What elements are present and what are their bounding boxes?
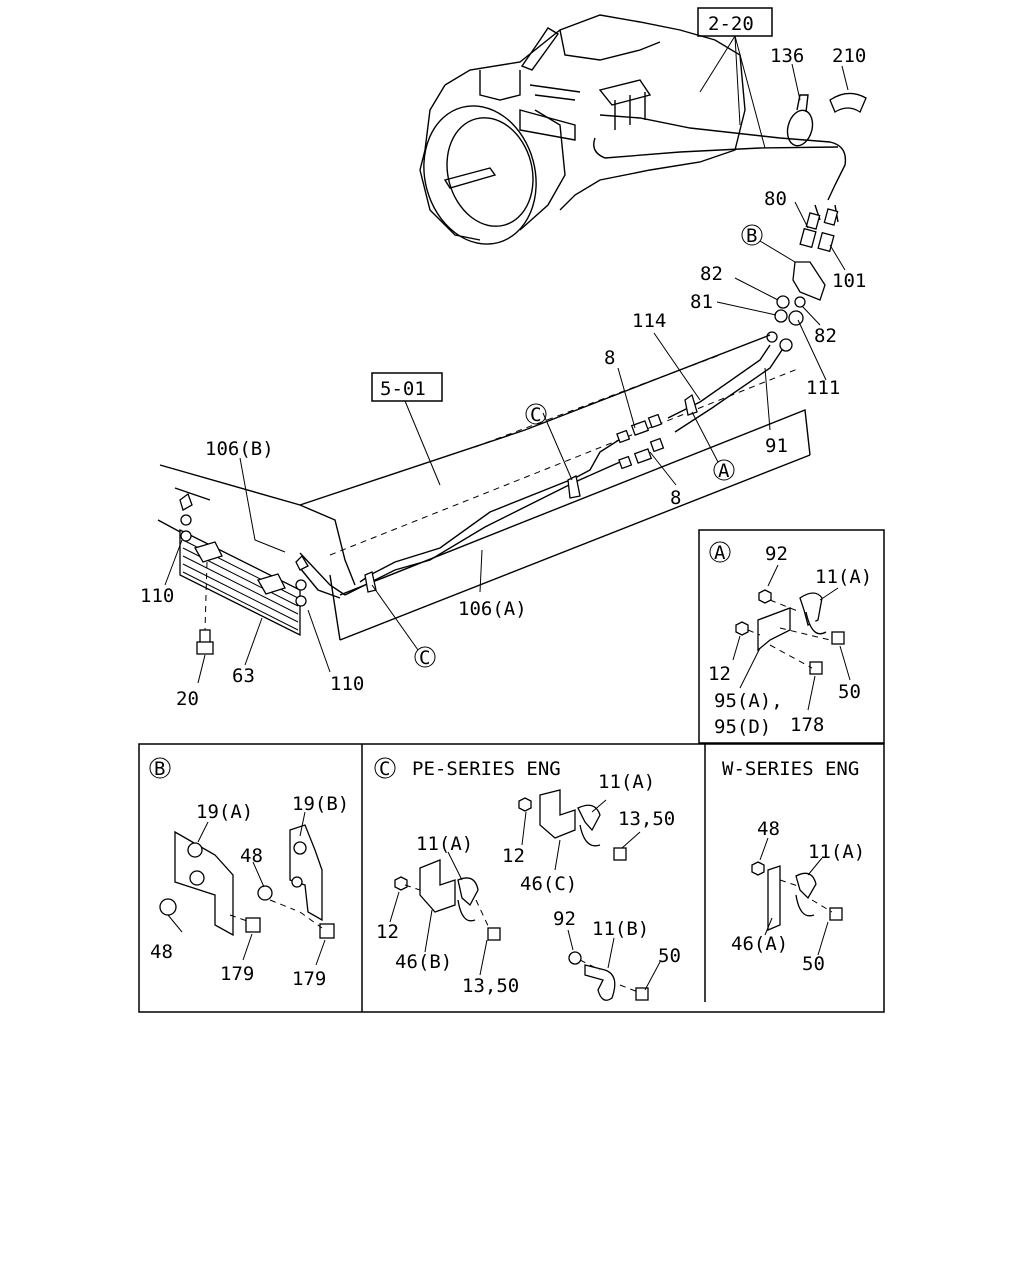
bracket-b-assembly — [766, 261, 826, 352]
ref-5-01: 5-01 — [380, 378, 426, 400]
marker-b: B — [746, 225, 757, 247]
label-80: 80 — [764, 188, 787, 210]
detail-c-label-12-top: 12 — [502, 845, 525, 867]
oil-cooler-63 — [179, 492, 309, 655]
detail-b-marker-circle — [149, 757, 171, 779]
detail-b-marker: B — [154, 758, 165, 780]
detail-w-parts — [751, 837, 843, 956]
detail-a-label-11a: 11(A) — [815, 566, 872, 588]
detail-c-label-11a-left: 11(A) — [416, 833, 473, 855]
detail-c-label-46c: 46(C) — [520, 873, 577, 895]
detail-c-parts — [389, 789, 661, 1001]
label-82-top: 82 — [700, 263, 723, 285]
detail-c-label-13-50-bottom: 13,50 — [462, 975, 519, 997]
detail-b-label-179-left: 179 — [220, 963, 254, 985]
detail-a-parts — [732, 564, 851, 711]
detail-b-label-19a: 19(A) — [196, 801, 253, 823]
detail-a-label-92: 92 — [765, 543, 788, 565]
ref-2-20: 2-20 — [708, 13, 754, 35]
detail-b-label-19b: 19(B) — [292, 793, 349, 815]
detail-w-label-48: 48 — [757, 818, 780, 840]
marker-c2: C — [419, 647, 430, 669]
detail-a-marker-circle — [709, 541, 731, 563]
label-110-bottom: 110 — [330, 673, 364, 695]
label-82-right: 82 — [814, 325, 837, 347]
detail-c-marker: C — [379, 758, 390, 780]
label-136: 136 — [770, 45, 804, 67]
cooler-lines — [299, 344, 783, 599]
detail-a-label-95a: 95(A), — [714, 690, 783, 712]
label-114: 114 — [632, 310, 666, 332]
detail-a-label-12: 12 — [708, 663, 731, 685]
detail-b-label-48-right: 48 — [240, 845, 263, 867]
detail-c-label-46b: 46(B) — [395, 951, 452, 973]
detail-b-parts — [159, 811, 335, 966]
marker-c2-circle — [414, 646, 436, 668]
band-210 — [829, 92, 867, 113]
detail-panels-frame — [138, 743, 885, 1013]
marker-c1-circle — [525, 403, 547, 425]
detail-w-title: W-SERIES ENG — [722, 758, 859, 780]
detail-w-label-11a: 11(A) — [808, 841, 865, 863]
label-81: 81 — [690, 291, 713, 313]
detail-a-marker: A — [714, 542, 726, 564]
label-210: 210 — [832, 45, 866, 67]
marker-a-circle — [713, 459, 735, 481]
label-8-lower: 8 — [670, 487, 681, 509]
detail-c-title: PE-SERIES ENG — [412, 758, 561, 780]
label-106a: 106(A) — [458, 598, 527, 620]
label-111: 111 — [806, 377, 840, 399]
label-8-upper: 8 — [604, 347, 615, 369]
detail-w-label-46a: 46(A) — [731, 933, 788, 955]
marker-a: A — [718, 460, 730, 482]
label-110-left: 110 — [140, 585, 174, 607]
transmission-illustration — [419, 14, 746, 245]
detail-c-label-12-left: 12 — [376, 921, 399, 943]
detail-c-label-50: 50 — [658, 945, 681, 967]
detail-a-label-178: 178 — [790, 714, 824, 736]
detail-c-label-11a-top: 11(A) — [598, 771, 655, 793]
detail-b-label-179-right: 179 — [292, 968, 326, 990]
detail-b-label-48-left: 48 — [150, 941, 173, 963]
detail-a-frame — [698, 529, 885, 744]
marker-c1: C — [530, 404, 541, 426]
label-91: 91 — [765, 435, 788, 457]
detail-a-label-50: 50 — [838, 681, 861, 703]
detail-c-label-13-50-top: 13,50 — [618, 808, 675, 830]
label-106b: 106(B) — [205, 438, 274, 460]
label-63: 63 — [232, 665, 255, 687]
ref-box-5-01 — [371, 372, 443, 402]
detail-a-label-95d: 95(D) — [714, 716, 771, 738]
detail-c-label-11b: 11(B) — [592, 918, 649, 940]
detail-w-label-50: 50 — [802, 953, 825, 975]
clamp-136 — [786, 94, 814, 147]
detail-c-marker-circle — [374, 757, 396, 779]
transmission-cooler-hoses — [593, 114, 847, 253]
detail-c-label-92: 92 — [553, 908, 576, 930]
label-20: 20 — [176, 688, 199, 710]
main-leader-lines — [164, 35, 849, 684]
marker-b-circle — [741, 224, 763, 246]
label-101: 101 — [832, 270, 866, 292]
